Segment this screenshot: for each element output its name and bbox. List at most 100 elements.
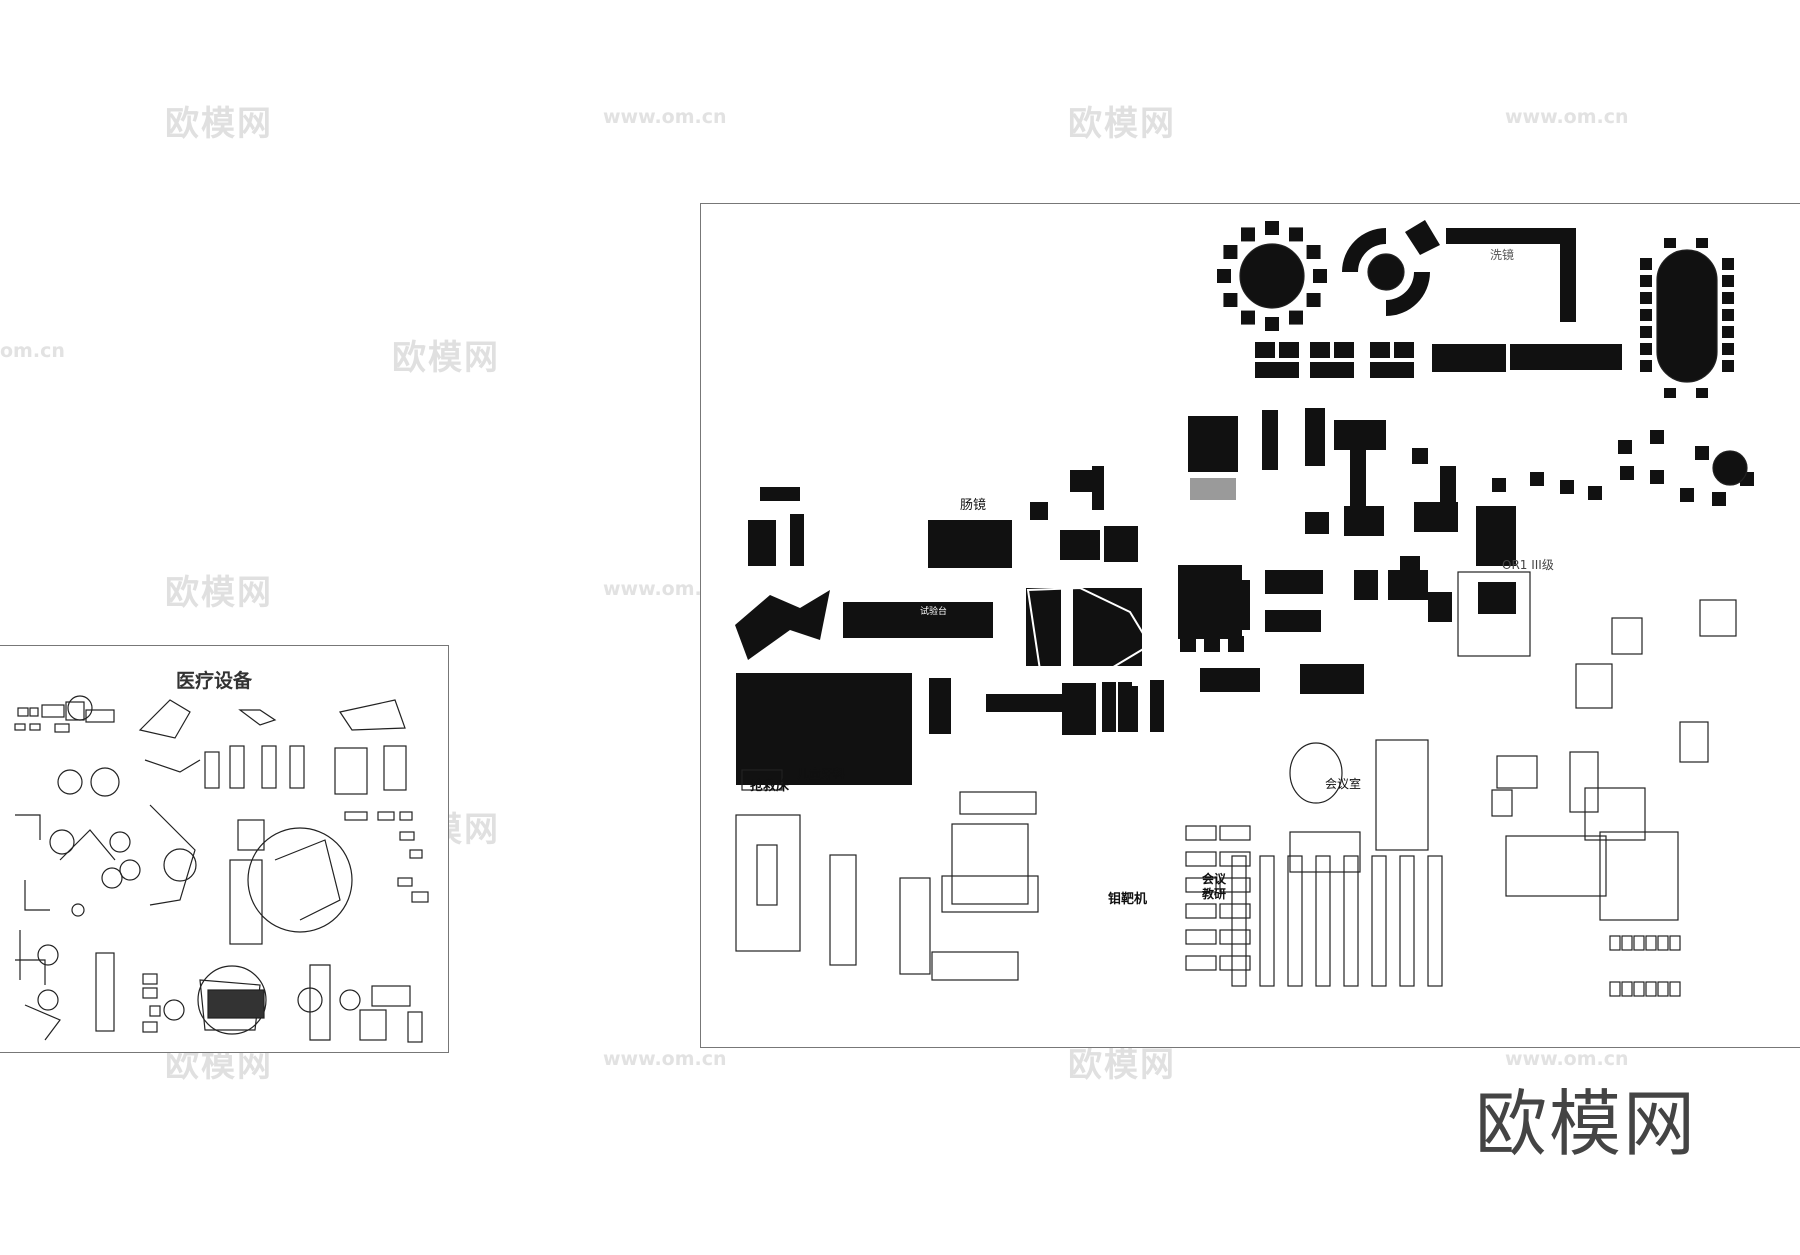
equipment-outline [229,859,263,945]
label-emergency-bed: 抢救床 [750,779,790,794]
furniture-outline [1584,787,1646,841]
label-wash-scope: 洗镜 [1490,248,1515,262]
furniture-outline [1621,981,1633,997]
meeting-table [1289,742,1343,804]
furniture-block [1188,416,1238,472]
round-table-chair [1223,245,1238,259]
equipment-outline [229,745,245,789]
furniture-outline [1219,929,1251,945]
furniture-block [1712,492,1726,506]
equipment-outline [29,707,39,717]
furniture-outline [1185,955,1217,971]
furniture-block [1722,275,1734,287]
round-table [1239,243,1305,309]
furniture-block [1640,292,1652,304]
equipment-outline [399,811,413,821]
furniture-block [1664,388,1676,398]
furniture-block [1722,360,1734,372]
round-table-chair [1289,310,1303,325]
furniture-block [1640,258,1652,270]
furniture-outline [941,875,1039,913]
furniture-block [1026,588,1142,666]
furniture-outline [1575,663,1613,709]
furniture-outline [1343,855,1359,987]
furniture-outline [1219,955,1251,971]
label-target-machine: 钼靶机 [1108,892,1148,907]
label-pediatric-dentistry: 儿童牙科 [797,767,846,781]
equipment-circle [90,767,120,797]
furniture-block [1344,506,1384,536]
dental-chair-block [735,590,830,660]
furniture-block [929,678,951,734]
furniture-block [1476,506,1516,566]
round-table-chair [1265,221,1279,235]
furniture-outline [1633,935,1645,951]
furniture-block [1354,570,1378,600]
furniture-outline [1289,831,1361,873]
furniture-block [1228,636,1244,652]
equipment-circle [339,989,361,1011]
label-enteroscope: 肠镜 [960,498,987,513]
equipment-outline [397,877,413,887]
furniture-outline [1669,981,1681,997]
equipment-circle [101,867,123,889]
furniture-outline [1645,981,1657,997]
furniture-block [1178,565,1242,639]
furniture-outline [1645,935,1657,951]
furniture-block [1722,343,1734,355]
furniture-block [1255,342,1275,358]
furniture-block [1722,292,1734,304]
furniture-outline [1457,571,1531,657]
label-meeting-room: 会议室 [1325,777,1362,791]
furniture-outline [1621,935,1633,951]
equipment-outline [261,745,277,789]
furniture-outline [1315,855,1331,987]
equipment-line [238,709,277,726]
furniture-block [1062,683,1096,735]
furniture-block [1150,680,1164,732]
equipment-outline [359,1009,387,1041]
equipment-outline [204,751,220,789]
furniture-block [748,520,776,566]
equipment-line [15,959,46,985]
furniture-outline [1287,855,1303,987]
furniture-outline [756,844,778,906]
cad-line [1026,586,1152,677]
furniture-block [1650,430,1664,444]
furniture-block [1440,466,1456,506]
left-sheet-title: 医疗设备 [176,670,253,692]
furniture-outline [1633,981,1645,997]
equipment-circle [67,695,93,721]
furniture-block [1180,636,1196,652]
furniture-outline [1399,855,1415,987]
furniture-block [1388,570,1428,600]
equipment-block [207,989,265,1019]
furniture-block [1279,342,1299,358]
furniture-block [1265,610,1321,632]
curved-sofa [1386,272,1430,316]
equipment-outline [142,973,158,985]
equipment-outline [41,704,65,718]
furniture-outline [1219,903,1251,919]
equipment-outline [344,811,368,821]
furniture-block [736,673,912,785]
furniture-outline [1259,855,1275,987]
furniture-block [1300,664,1364,694]
furniture-outline [1375,739,1429,851]
furniture-outline [1569,751,1599,813]
furniture-outline [1185,903,1217,919]
label-test-bed: 试验台 [920,607,948,617]
left-equipment-symbols [14,695,429,1043]
equipment-circle [163,999,185,1021]
furniture-outline [1185,851,1217,867]
furniture-block [1092,466,1104,510]
furniture-block [1588,486,1602,500]
equipment-outline [17,707,29,717]
furniture-block [1722,309,1734,321]
furniture-outline [1609,935,1621,951]
furniture-outline [1609,981,1621,997]
round-table [1367,253,1405,291]
furniture-outline [1657,981,1669,997]
round-side-table [1712,450,1748,486]
emergency-bed-outline [741,769,783,791]
